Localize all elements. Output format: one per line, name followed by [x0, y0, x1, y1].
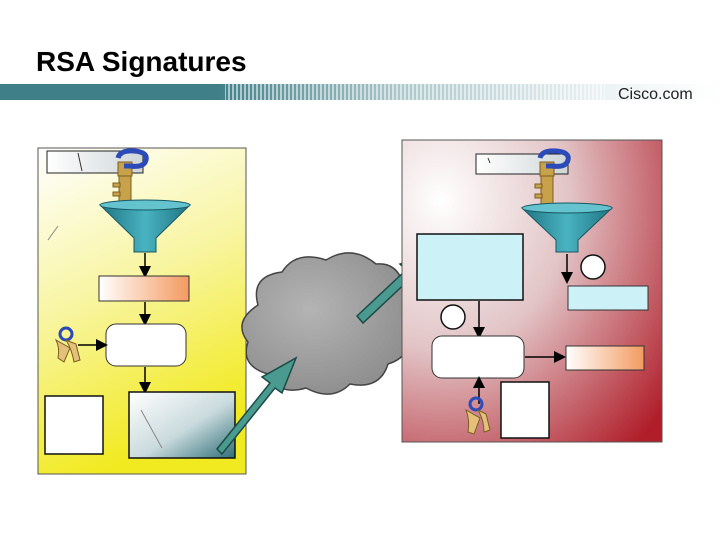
receiver-funnel-icon — [520, 202, 614, 253]
receiver-key-icon — [534, 148, 571, 209]
receiver-data-box — [500, 381, 550, 439]
receiver-received-box — [416, 233, 524, 301]
sender-private-keys-icon — [54, 326, 81, 363]
receiver-decrypt-box — [431, 335, 525, 379]
sender-signature-box — [128, 391, 236, 459]
receiver-public-keys-icon — [465, 396, 491, 435]
sender-hash-box — [98, 275, 190, 302]
receiver-decrypted-hash-box — [565, 345, 645, 371]
slide-title: RSA Signatures — [36, 46, 247, 77]
key-icon — [112, 148, 149, 207]
receiver-circle-bottom — [440, 304, 466, 330]
sender-encrypt-box — [105, 323, 187, 367]
sender-funnel-icon — [98, 199, 192, 253]
transfer-arrow-to-cloud — [215, 356, 298, 456]
receiver-circle-top — [580, 254, 606, 280]
cisco-logo: Cisco.com — [618, 86, 693, 103]
sender-data-box — [44, 395, 104, 455]
cloud-icon — [241, 252, 414, 395]
header-band — [0, 84, 720, 100]
receiver-hash-box — [567, 285, 649, 311]
